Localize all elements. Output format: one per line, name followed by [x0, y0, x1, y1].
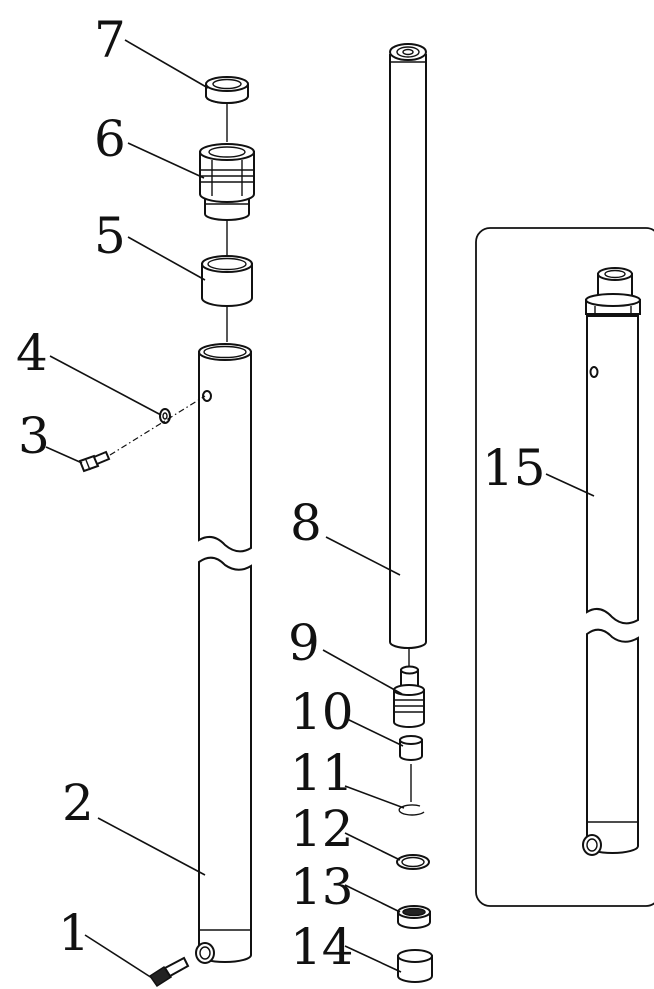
inner-rod-assembly: [389, 43, 433, 983]
callout-9: 9: [288, 614, 320, 672]
callout-5: 5: [94, 207, 126, 265]
callout-13: 13: [290, 858, 354, 916]
callout-14: 14: [290, 918, 354, 976]
part-4-washer: [159, 408, 171, 424]
callout-6: 6: [94, 110, 126, 168]
part-13-seal: [397, 905, 431, 929]
part-14-bottom-cup: [397, 949, 433, 983]
callout-1: 1: [58, 904, 90, 962]
assembled-view-panel: [475, 227, 654, 907]
callout-2: 2: [62, 774, 94, 832]
callout-15: 15: [482, 439, 546, 497]
callout-11: 11: [290, 744, 354, 802]
part-10-small-bushing: [399, 735, 423, 761]
callout-3: 3: [18, 407, 50, 465]
part-8-inner-rod: [389, 43, 427, 649]
part-2-outer-tube: [195, 343, 252, 964]
part-12-flat-ring: [396, 854, 430, 870]
part-9-piston: [393, 665, 425, 728]
part-5-bushing: [201, 255, 253, 307]
part-7-seal-ring: [205, 76, 249, 104]
part-6-top-cap: [199, 143, 255, 221]
part-15-assembled-fork-leg: [582, 267, 641, 856]
part-3-screw: [78, 450, 111, 473]
callout-numbers: 7 6 5 4 3 2 1 8 9 10 11 12 13 14 15: [16, 11, 546, 976]
callout-4: 4: [16, 324, 48, 382]
callout-8: 8: [290, 494, 322, 552]
callout-12: 12: [290, 800, 354, 858]
outer-tube-assembly: [78, 76, 255, 988]
leader-lines: [45, 39, 595, 979]
callout-10: 10: [290, 683, 354, 741]
part-11-circlip: [398, 804, 425, 816]
callout-7: 7: [94, 11, 126, 69]
part-1-plug-screw: [148, 956, 190, 988]
